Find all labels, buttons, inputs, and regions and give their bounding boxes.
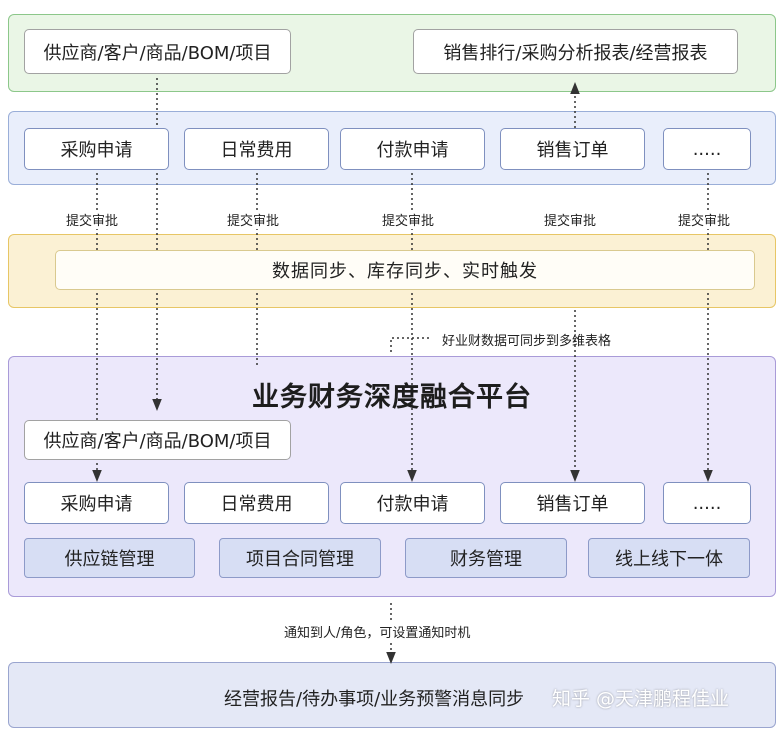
watermark: 知乎 @天津鹏程佳业 [552,688,730,710]
daily-expense-box: 日常费用 [184,482,329,524]
sales-order-box: 销售订单 [500,482,645,524]
payment-apply-box: 付款申请 [340,482,485,524]
submit-approval-label: 提交审批 [542,210,599,229]
submit-approval-label: 提交审批 [676,210,733,229]
purchase-apply-box: 采购申请 [24,482,169,524]
master-data-box-top: 供应商/客户/商品/BOM/项目 [24,29,291,74]
supply-chain-module: 供应链管理 [24,538,195,578]
daily-expense-box: 日常费用 [184,128,329,170]
payment-apply-box: 付款申请 [340,128,485,170]
master-data-box-platform: 供应商/客户/商品/BOM/项目 [24,420,291,460]
submit-approval-label: 提交审批 [380,210,437,229]
sync-bar: 数据同步、库存同步、实时触发 [55,250,755,290]
submit-approval-label: 提交审批 [225,210,282,229]
more-box: ..... [663,482,751,524]
notify-label: 通知到人/角色，可设置通知时机 [282,622,473,641]
online-offline-module: 线上线下一体 [588,538,750,578]
platform-title: 业务财务深度融合平台 [252,382,532,413]
bottom-text: 经营报告/待办事项/业务预警消息同步 [224,689,525,710]
finance-module: 财务管理 [405,538,567,578]
notification-band [8,662,776,728]
purchase-apply-box: 采购申请 [24,128,169,170]
sync-note: 好业财数据可同步到多维表格 [442,334,612,349]
more-box: ..... [663,128,751,170]
submit-approval-label: 提交审批 [64,210,121,229]
project-contract-module: 项目合同管理 [219,538,381,578]
sales-order-box: 销售订单 [500,128,645,170]
report-box: 销售排行/采购分析报表/经营报表 [413,29,738,74]
